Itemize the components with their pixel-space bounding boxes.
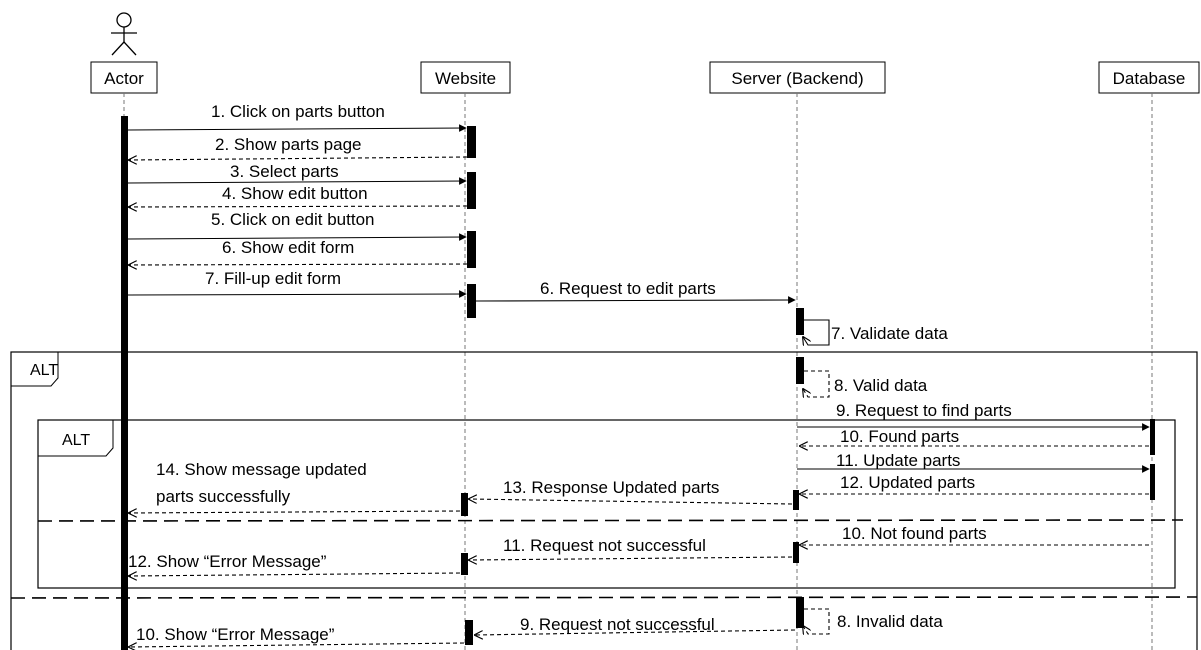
activation-database-2	[1150, 464, 1155, 500]
alt-fragment-outer: ALT	[10, 351, 1198, 650]
activation-server-2	[796, 357, 804, 384]
activation-website-6	[461, 553, 468, 575]
participant-website-label: Website	[435, 69, 496, 88]
message-arrow-7	[127, 290, 467, 298]
message-arrow-8	[475, 296, 796, 304]
inner-alt-separator	[37, 519, 1184, 522]
activation-server-3	[793, 490, 799, 510]
message-arrow-16	[129, 511, 461, 513]
participant-database-label: Database	[1113, 69, 1186, 88]
message-label-4: 4. Show edit button	[222, 184, 368, 203]
activation-website-5	[461, 493, 468, 516]
self-message-valid	[803, 370, 830, 397]
message-arrow-1	[127, 124, 467, 132]
message-label-12: 10. Found parts	[840, 427, 959, 446]
alt-outer-label: ALT	[30, 362, 58, 379]
message-label-9: 7. Validate data	[831, 324, 948, 343]
alt-inner-label: ALT	[62, 432, 90, 449]
self-message-invalid	[803, 608, 830, 634]
message-label-10: 8. Valid data	[834, 376, 928, 395]
message-label-20: 8. Invalid data	[837, 612, 943, 631]
activation-website-4	[467, 284, 476, 318]
activation-actor	[121, 116, 128, 650]
activation-server-1	[796, 308, 804, 335]
message-label-1: 1. Click on parts button	[211, 102, 385, 121]
activation-website-7	[465, 620, 473, 645]
activation-server-5	[796, 597, 804, 628]
message-label-16-line2: parts successfully	[156, 487, 291, 506]
message-label-6: 6. Show edit form	[222, 238, 354, 257]
alt-fragment-inner: ALT	[37, 419, 1176, 589]
message-arrow-15	[469, 499, 793, 505]
message-label-16-line1: 14. Show message updated	[156, 460, 367, 479]
message-label-5: 5. Click on edit button	[211, 210, 374, 229]
message-arrow-4	[129, 206, 468, 207]
message-label-19: 12. Show “Error Message”	[128, 552, 327, 571]
message-arrow-21	[475, 629, 796, 635]
participant-database: Database	[1098, 61, 1200, 94]
participant-actor-label: Actor	[104, 69, 144, 88]
activation-server-4	[793, 542, 799, 563]
message-label-17: 10. Not found parts	[842, 524, 987, 543]
message-arrow-3	[127, 177, 467, 185]
participant-server-label: Server (Backend)	[731, 69, 863, 88]
message-label-14: 12. Updated parts	[840, 473, 975, 492]
message-label-3: 3. Select parts	[230, 162, 339, 181]
activation-website-2	[467, 172, 476, 209]
message-arrow-5	[127, 233, 467, 241]
participant-server: Server (Backend)	[709, 61, 886, 94]
actor-figure-icon	[111, 12, 137, 56]
message-label-21: 9. Request not successful	[520, 615, 715, 634]
message-arrow-2	[129, 157, 468, 160]
self-message-validate	[803, 319, 830, 345]
message-label-22: 10. Show “Error Message”	[136, 625, 335, 644]
message-label-7: 7. Fill-up edit form	[205, 269, 341, 288]
message-label-2: 2. Show parts page	[215, 135, 361, 154]
outer-alt-separator	[10, 596, 1198, 599]
activation-database-1	[1150, 419, 1155, 455]
message-label-8: 6. Request to edit parts	[540, 279, 716, 298]
activation-website-3	[467, 231, 476, 268]
activation-website-1	[467, 126, 476, 158]
message-label-15: 13. Response Updated parts	[503, 478, 719, 497]
message-label-11: 9. Request to find parts	[836, 401, 1012, 420]
message-arrow-19	[129, 573, 461, 576]
message-label-13: 11. Update parts	[836, 451, 960, 470]
participant-website: Website	[420, 61, 511, 94]
participant-actor: Actor	[90, 61, 158, 94]
message-arrow-18	[469, 557, 793, 560]
message-arrow-6	[129, 264, 468, 265]
message-label-18: 11. Request not successful	[503, 536, 706, 555]
